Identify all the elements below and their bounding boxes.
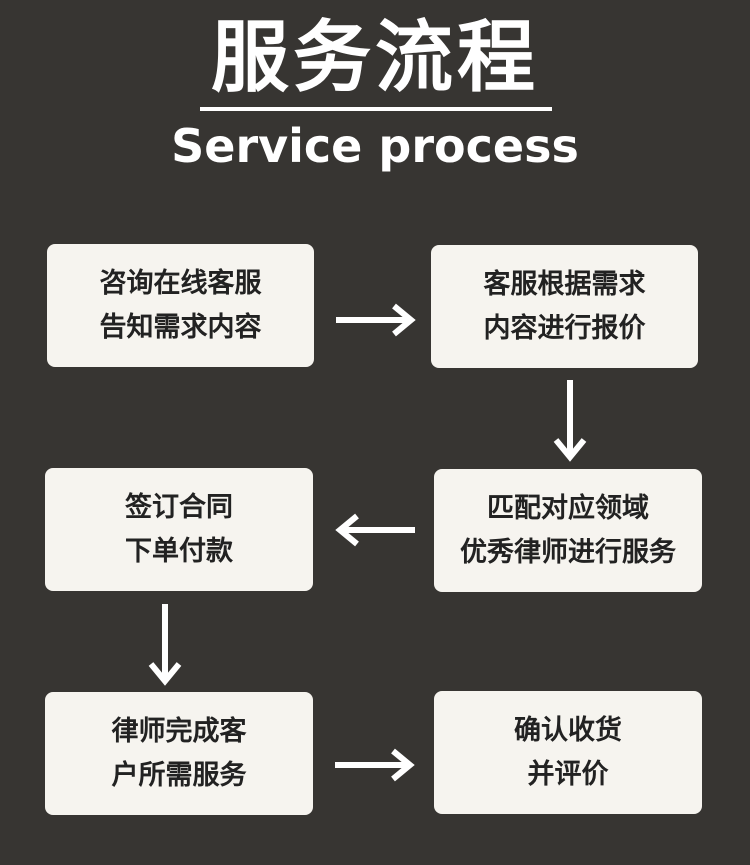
step-consult-box: 咨询在线客服 告知需求内容 (47, 244, 314, 367)
step-quote-text: 客服根据需求 内容进行报价 (483, 268, 646, 344)
step-contract-box: 签订合同 下单付款 (45, 468, 313, 591)
step-match-lawyer-text: 匹配对应领域 优秀律师进行服务 (460, 492, 676, 568)
page-title: 服务流程 (210, 13, 539, 103)
arrow-down-icon (553, 380, 587, 462)
title-underline (200, 107, 552, 111)
step-service-text: 律师完成客 户所需服务 (111, 715, 247, 791)
arrow-down-icon (148, 604, 182, 686)
step-confirm-text: 确认收货 并评价 (514, 714, 622, 790)
arrow-right-icon (335, 748, 415, 782)
arrow-right-icon (336, 303, 416, 337)
step-match-lawyer-box: 匹配对应领域 优秀律师进行服务 (434, 469, 702, 592)
step-service-box: 律师完成客 户所需服务 (45, 692, 313, 815)
step-quote-box: 客服根据需求 内容进行报价 (431, 245, 698, 368)
page-subtitle: Service process (171, 119, 579, 173)
step-contract-text: 签订合同 下单付款 (125, 491, 233, 567)
step-consult-text: 咨询在线客服 告知需求内容 (99, 267, 262, 343)
arrow-left-icon (335, 513, 415, 547)
step-confirm-box: 确认收货 并评价 (434, 691, 702, 814)
